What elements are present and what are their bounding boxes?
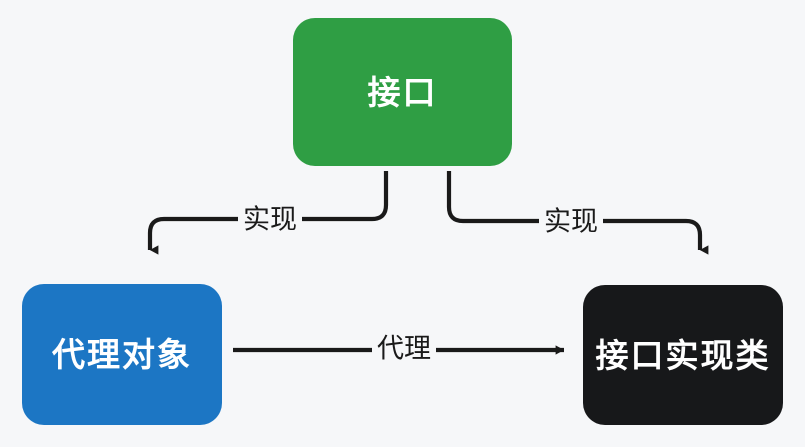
edge-label-implements-left: 实现 bbox=[238, 206, 302, 234]
node-proxy-object[interactable]: 代理对象 bbox=[22, 284, 222, 425]
node-interface-implementation-label: 接口实现类 bbox=[595, 336, 771, 374]
node-interface[interactable]: 接口 bbox=[293, 18, 512, 166]
node-interface-label: 接口 bbox=[367, 73, 438, 111]
edge-label-proxy: 代理 bbox=[372, 335, 436, 363]
node-proxy-object-label: 代理对象 bbox=[52, 336, 192, 373]
node-interface-implementation[interactable]: 接口实现类 bbox=[583, 285, 783, 425]
edge-label-implements-right: 实现 bbox=[539, 208, 603, 236]
